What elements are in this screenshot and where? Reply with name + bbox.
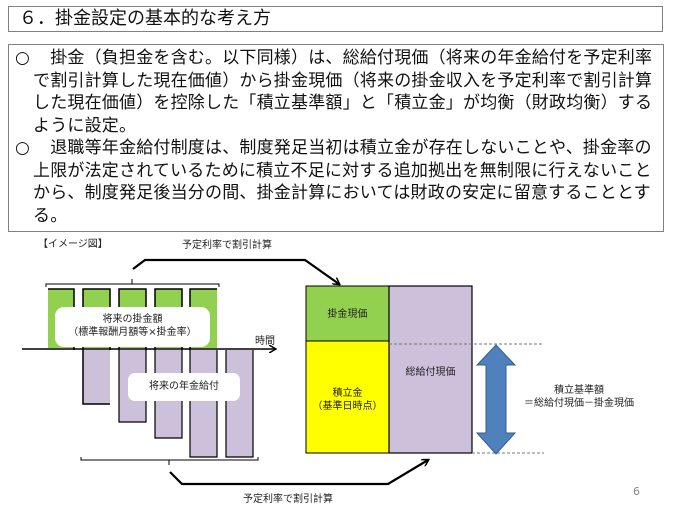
bullet-text: 退職等年金給付制度は、制度発足当初は積立金が存在しないことや、掛金率の上限が法定… — [33, 138, 652, 226]
reserve-standard-line2: ＝総給付現価－掛金現価 — [524, 398, 634, 409]
top-discount-arrow — [132, 258, 339, 284]
bullet-item: ○ 退職等年金給付制度は、制度発足当初は積立金が存在しないことや、掛金率の上限が… — [15, 137, 657, 227]
slide-title-text: ６．掛金設定の基本的な考え方 — [19, 8, 271, 29]
reserve-block — [305, 340, 390, 454]
benefit-bar — [190, 350, 217, 457]
bottom-discount-arrow — [169, 460, 428, 486]
total-benefit-pv-block — [388, 285, 473, 454]
slide-title: ６．掛金設定の基本的な考え方 — [8, 6, 663, 32]
summary-box: ○ 掛金（負担金を含む。以下同様）は、総給付現価（将来の年金給付を予定利率で割引… — [8, 44, 664, 232]
circle-bullet-icon: ○ — [15, 48, 31, 68]
diagram-caption: 【イメージ図】 — [38, 239, 108, 250]
reserve-label-line1: 積立金 — [332, 388, 363, 399]
reserve-standard-line1: 積立基準額 — [554, 385, 604, 396]
benefit-bars — [82, 350, 254, 458]
total-benefit-pv-label: 総給付現価 — [405, 367, 456, 378]
top-arrow-label: 予定利率で割引計算 — [182, 240, 272, 251]
diagram-graphics — [22, 258, 544, 486]
contribution-pv-block — [305, 285, 390, 342]
time-axis-label: 時間 — [255, 336, 275, 347]
contribution-pv-label: 掛金現価 — [327, 309, 368, 320]
benefits-brace — [80, 457, 259, 465]
reserve-label-line2: （基準日時点） — [312, 401, 383, 412]
reserve-label: 積立金 （基準日時点） — [306, 387, 389, 413]
contributions-brace — [45, 279, 220, 287]
bottom-arrow-label: 予定利率で割引計算 — [243, 494, 333, 505]
benefits-label: 将来の年金給付 — [149, 381, 219, 392]
benefit-bar — [226, 350, 253, 457]
contributions-label-box — [55, 307, 210, 347]
page-number: 6 — [633, 485, 640, 498]
contributions-label: 将来の掛金額 （標準報酬月額等×掛金率） — [55, 313, 210, 339]
circle-bullet-icon: ○ — [15, 138, 31, 158]
bullet-text: 掛金（負担金を含む。以下同様）は、総給付現価（将来の年金給付を予定利率で割引計算… — [33, 48, 653, 136]
reserve-standard-label: 積立基準額 ＝総給付現価－掛金現価 — [514, 384, 644, 410]
benefit-bar — [83, 350, 110, 404]
benefits-label-box — [128, 373, 240, 401]
bullet-item: ○ 掛金（負担金を含む。以下同様）は、総給付現価（将来の年金給付を予定利率で割引… — [15, 47, 657, 137]
contributions-label-line1: 将来の掛金額 — [102, 314, 163, 325]
double-arrow-icon — [475, 344, 517, 455]
contributions-label-line2: （標準報酬月額等×掛金率） — [68, 327, 197, 338]
image-diagram: 【イメージ図】 予定利率で割引計算 将来の掛金額 （標準報酬月額等×掛金率） 時… — [0, 232, 676, 510]
